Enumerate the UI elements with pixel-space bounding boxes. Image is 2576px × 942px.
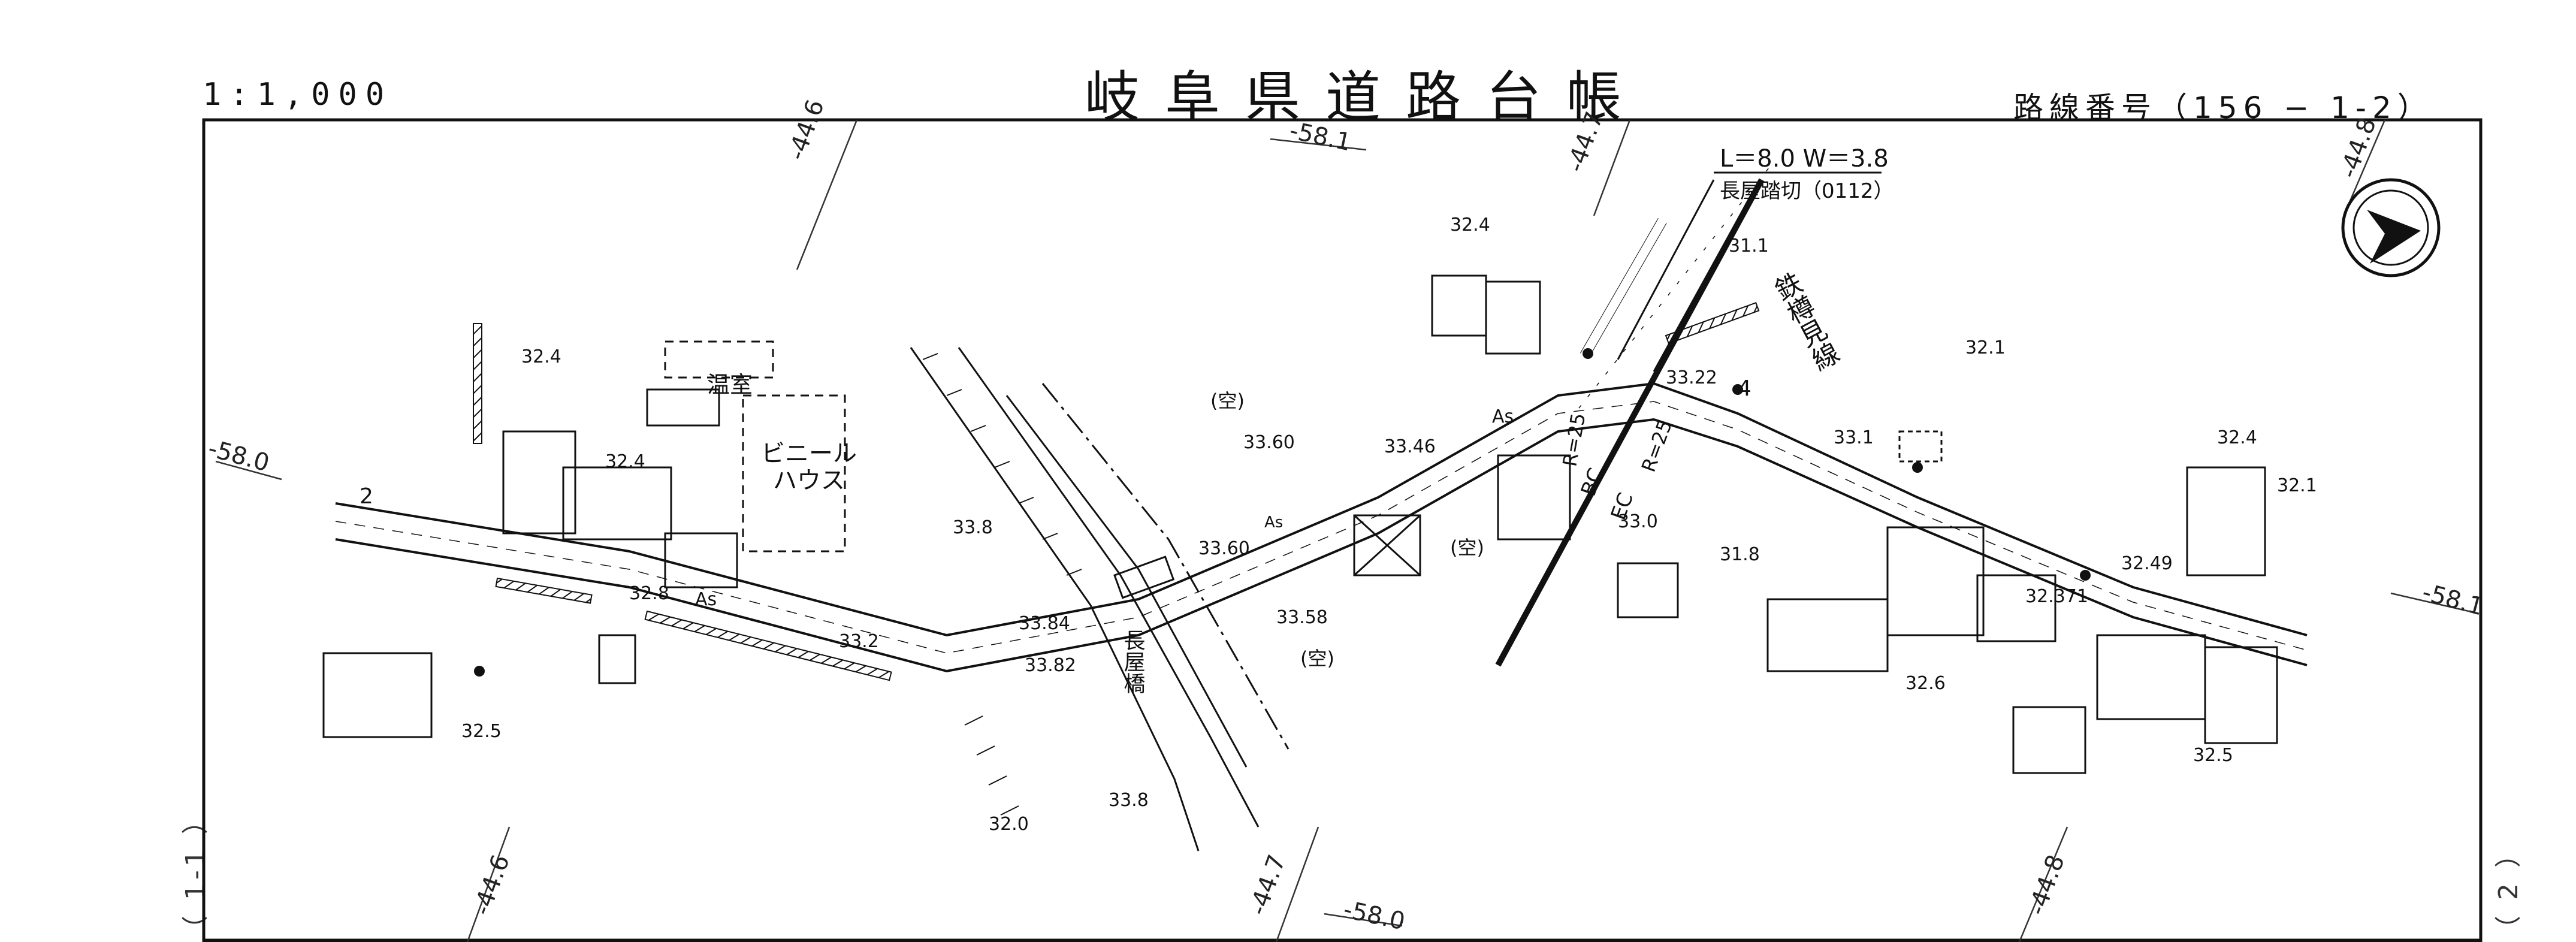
buildings [322,274,2278,774]
railway-name: 鉄樽見線 [1766,268,1843,376]
map-frame [202,118,2483,942]
grid-label: -58.0 [1341,896,1408,936]
vacant-label: (空) [1210,390,1245,412]
elevation: 32.49 [2121,553,2173,574]
road-surface-label: As [695,589,717,610]
crossing-name: 長屋踏切（0112） [1720,179,1894,203]
greenhouse-label: 温室 [707,372,753,398]
railway-embankment [1576,216,1668,359]
guardrail [644,610,892,681]
elevation: 31.8 [1720,544,1760,565]
distance-marker: 2 [360,484,373,509]
elevation: 33.1 [1834,427,1874,448]
elevation: 33.8 [1109,790,1149,811]
greenhouses [664,340,846,552]
bridge-name: 長屋橋 [1121,629,1145,694]
grid-label: -58.0 [205,434,272,477]
vacant-label: (空) [1450,536,1484,559]
elevation: 33.0 [1618,511,1658,532]
slope-hatching [922,353,1082,816]
curve-radius: R=25 [1558,411,1590,468]
guardrail [1665,301,1760,345]
elevation: 32.5 [461,721,502,742]
elevation: 32.371 [2025,586,2088,607]
railway-track [1495,161,1774,667]
grid-label: -44.8 [2335,114,2382,182]
guardrail [473,323,482,444]
grid-lines [215,119,2469,942]
elevation: 32.4 [521,346,561,367]
elevation: 33.82 [1025,655,1076,676]
grid-label: -44.7 [1562,108,1609,176]
spot-elevations: 32.4 32.4 32.8 32.5 33.2 33.8 33.84 33.8… [461,215,2317,835]
bridge-deck [1113,555,1175,599]
elevation: 32.6 [1905,673,1946,694]
elevation: 32.1 [1965,337,2006,358]
elevation: 33.60 [1243,432,1295,453]
grid-label: -58.1 [2419,578,2486,621]
grid-label: -44.8 [2023,851,2070,919]
map-scale: 1:1,000 [203,77,393,113]
elevation: 33.2 [839,631,879,652]
elevation: 33.60 [1198,538,1250,559]
elevation: 32.4 [2217,427,2257,448]
elevation: 32.0 [989,814,1029,835]
elevation: 32.4 [1450,215,1490,236]
main-road [335,382,2308,673]
curve-radius: R=25 [1637,416,1677,475]
elevation: 33.8 [953,517,993,538]
elevation: 31.1 [1729,236,1769,256]
elevation: 33.46 [1384,436,1436,457]
guardrail [495,577,593,604]
grid-label: -58.1 [1287,117,1354,157]
elevation: 32.8 [629,583,669,604]
river [910,347,1289,852]
vinyl-house-label: ハウス [773,467,845,494]
level-crossing: L＝8.0 W＝3.8 長屋踏切（0112） [1714,145,1894,203]
elevation: 32.1 [2277,475,2317,496]
grid-label: -44.6 [468,851,515,919]
road-surface-label: As [1264,514,1283,532]
grid-label: -44.6 [783,96,830,164]
elevation: 32.5 [2193,745,2233,766]
elevation: 32.4 [605,451,645,472]
grid-label: -44.7 [1244,851,1291,919]
grid-labels: -44.6 -58.1 -44.7 -44.8 -58.0 -58.1 -44.… [205,96,2486,935]
distance-marker: 4 [1738,376,1751,401]
elevation: 33.84 [1019,613,1070,634]
vacant-label: (空) [1300,647,1334,670]
elevation: 33.58 [1276,607,1328,628]
road-surface-label: As [1492,406,1514,427]
north-arrow-icon [2341,178,2441,277]
utility-poles [474,348,2091,677]
elevation: 33.22 [1666,367,1717,388]
vinyl-house-label: ビニール [761,440,857,467]
crossing-spec: L＝8.0 W＝3.8 [1720,145,1889,173]
